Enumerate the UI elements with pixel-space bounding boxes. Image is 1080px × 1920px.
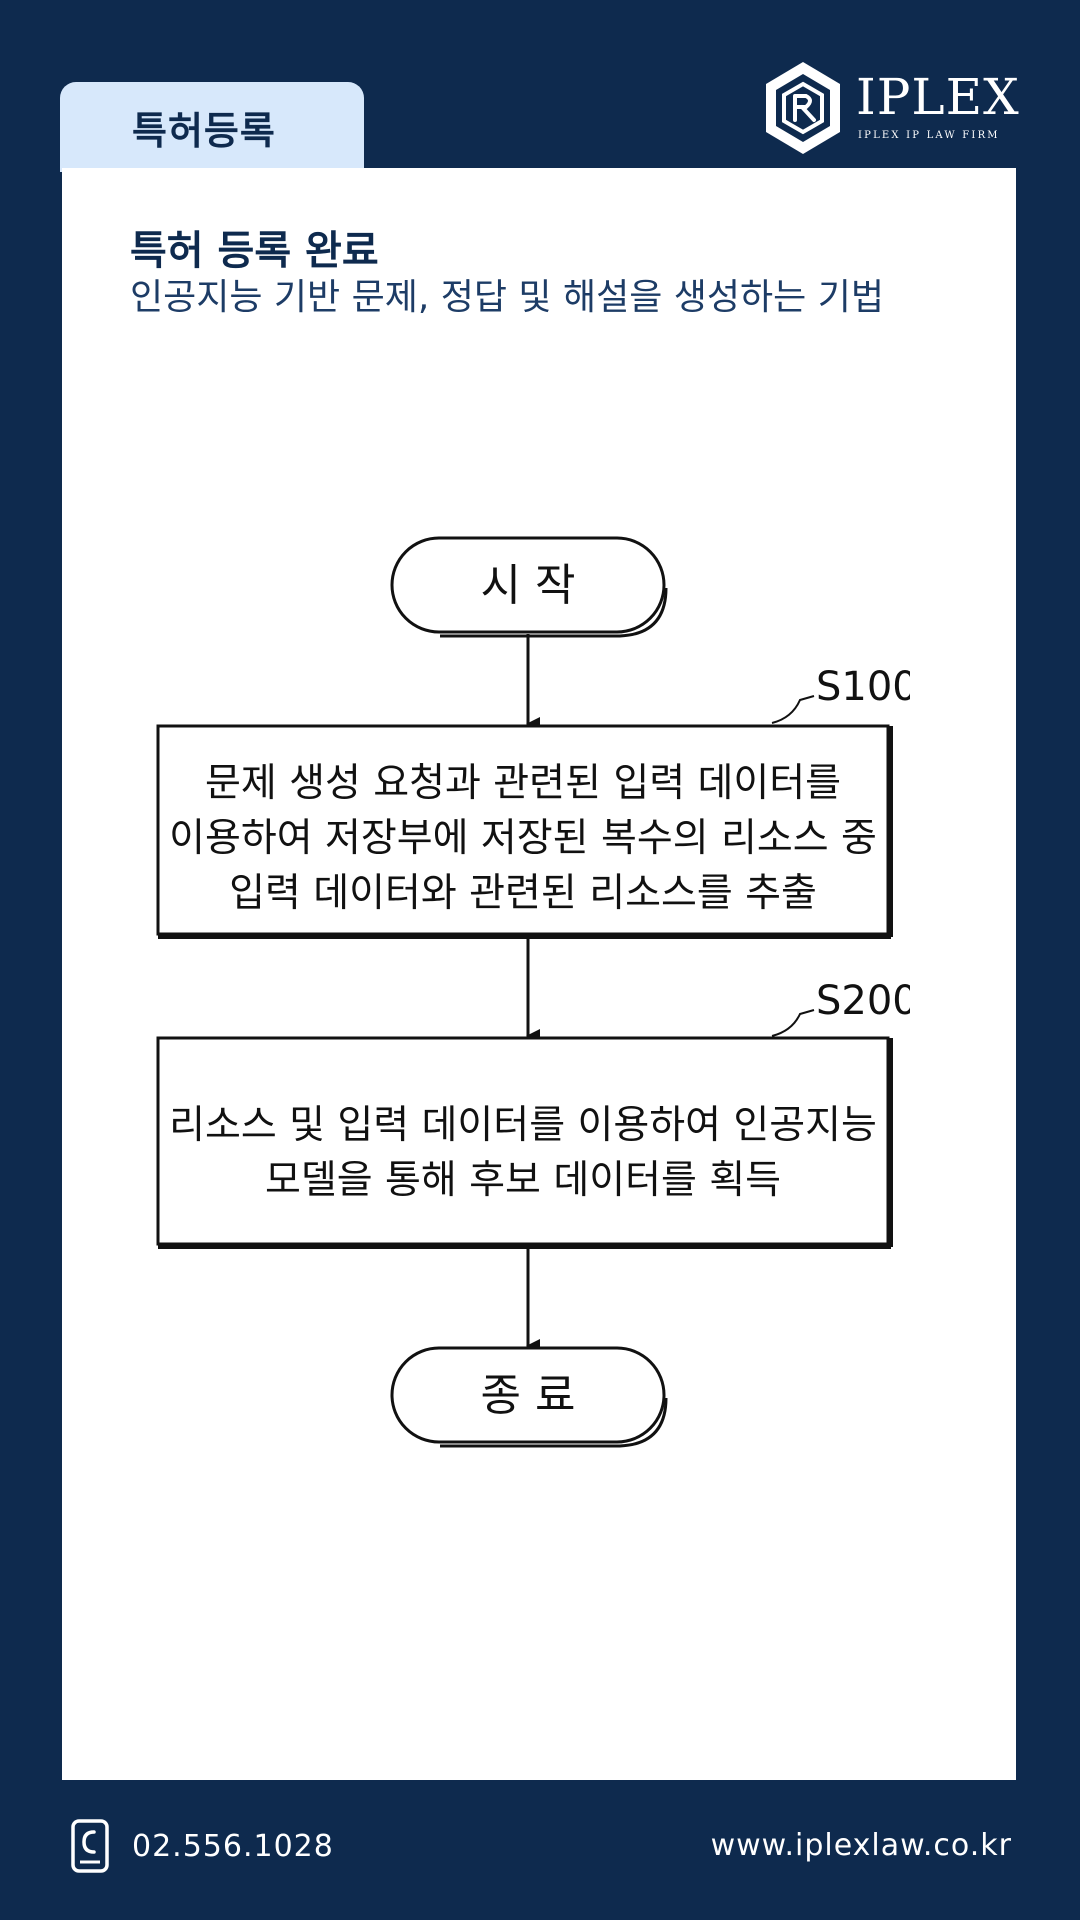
logo-wordmark: IPLEX (856, 68, 1020, 126)
flow-start-label: 시 작 (481, 560, 576, 611)
flow-step-line: 모델을 통해 후보 데이터를 획득 (265, 1158, 781, 1203)
category-tab: 특허등록 (60, 82, 364, 172)
logo-tagline: IPLEX IP LAW FIRM (858, 130, 1000, 141)
flow-step-line: 입력 데이터와 관련된 리소스를 추출 (229, 871, 817, 916)
flow-step-ref: S100 (816, 664, 910, 710)
flow-step-line: 이용하여 저장부에 저장된 복수의 리소스 중 (169, 816, 877, 861)
phone-icon (71, 1819, 109, 1873)
patent-flowchart: 시 작 S100 문제 생성 요청과 관련된 입력 데이터를 이용하여 저장부에… (156, 536, 910, 1448)
flow-step-s100: S100 문제 생성 요청과 관련된 입력 데이터를 이용하여 저장부에 저장된… (156, 664, 910, 939)
flow-step-line: 리소스 및 입력 데이터를 이용하여 인공지능 (169, 1103, 877, 1148)
footer-website-link[interactable]: www.iplexlaw.co.kr (710, 1828, 1012, 1863)
flow-step-ref: S200 (816, 978, 910, 1024)
document-subtitle: 인공지능 기반 문제, 정답 및 해설을 생성하는 기법 (130, 277, 884, 318)
hexagon-logo-icon (766, 62, 840, 154)
flow-start-node: 시 작 (390, 536, 668, 638)
flow-end-node: 종 료 (390, 1346, 668, 1448)
footer-phone[interactable]: 02.556.1028 (70, 1818, 334, 1874)
category-tab-label: 특허등록 (132, 108, 276, 153)
iplex-logo: IPLEX IPLEX IP LAW FIRM (762, 58, 1019, 158)
flow-step-line: 문제 생성 요청과 관련된 입력 데이터를 (205, 761, 841, 806)
flow-step-s200: S200 리소스 및 입력 데이터를 이용하여 인공지능 모델을 통해 후보 데… (156, 978, 910, 1249)
content-card: 특허 등록 완료 인공지능 기반 문제, 정답 및 해설을 생성하는 기법 시 … (62, 168, 1016, 1780)
footer-phone-number: 02.556.1028 (132, 1828, 334, 1864)
document-title: 특허 등록 완료 (130, 228, 379, 274)
flow-end-label: 종 료 (481, 1370, 576, 1421)
